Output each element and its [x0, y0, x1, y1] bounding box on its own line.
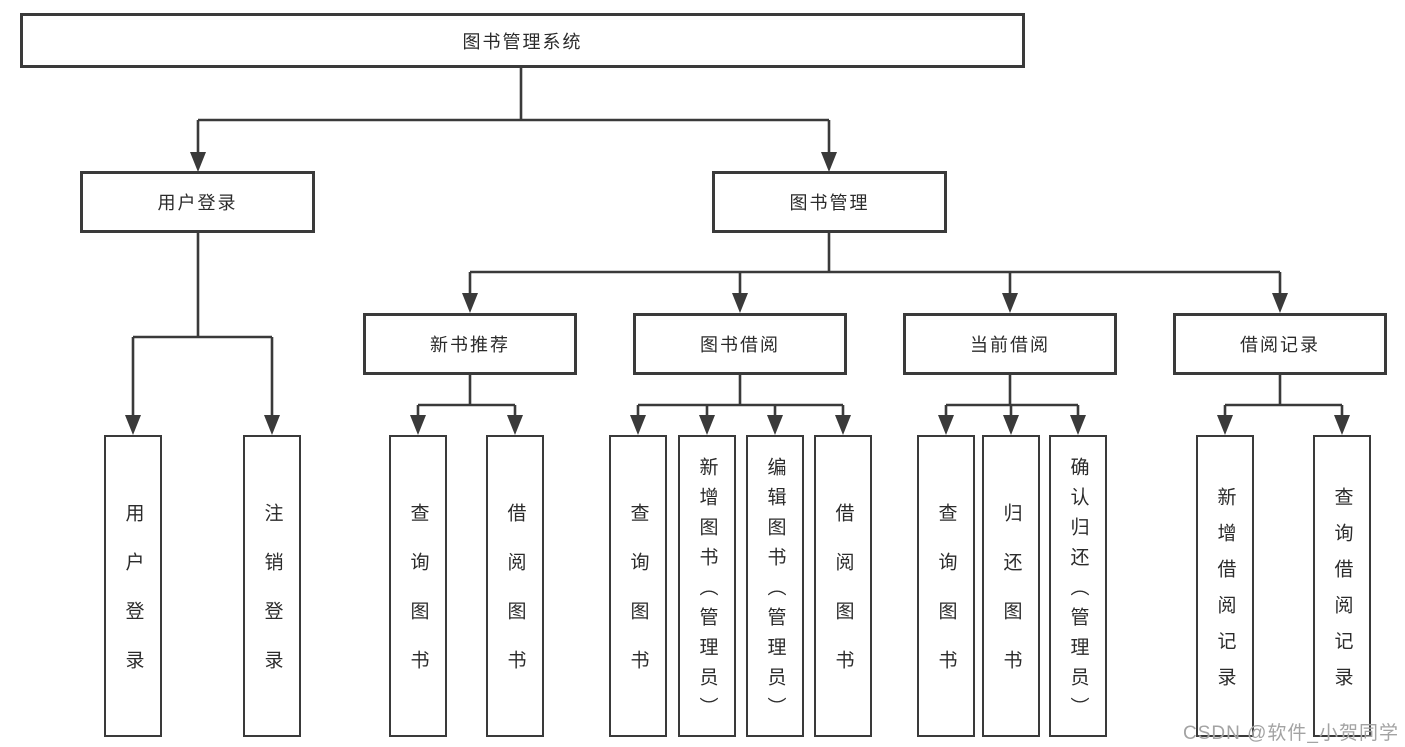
leaf-label: 查询图书 — [407, 503, 429, 699]
node-book-management: 图书管理 — [712, 171, 947, 233]
arrowhead — [125, 415, 141, 435]
arrowhead — [1003, 415, 1019, 435]
leaf-edit-books-admin: 编辑图书（管理员） — [746, 435, 804, 737]
leaf-label: 新增借阅记录 — [1214, 486, 1236, 703]
node-book-borrowing: 图书借阅 — [633, 313, 847, 375]
leaf-user-login: 用户登录 — [104, 435, 162, 737]
leaf-add-borrow-record: 新增借阅记录 — [1196, 435, 1254, 737]
leaf-logout: 注销登录 — [243, 435, 301, 737]
arrowhead — [1002, 293, 1018, 313]
arrowhead — [190, 152, 206, 172]
arrowhead — [410, 415, 426, 435]
leaf-confirm-return-admin: 确认归还（管理员） — [1049, 435, 1107, 737]
leaf-query-books-2: 查询图书 — [609, 435, 667, 737]
arrowhead-group — [125, 152, 1350, 435]
leaf-label: 注销登录 — [261, 503, 283, 699]
node-root: 图书管理系统 — [20, 13, 1025, 68]
arrowhead — [264, 415, 280, 435]
leaf-label: 借阅图书 — [504, 503, 526, 699]
leaf-label: 新增图书（管理员） — [696, 456, 718, 727]
leaf-borrow-books-2: 借阅图书 — [814, 435, 872, 737]
arrowhead — [630, 415, 646, 435]
arrowhead — [1272, 293, 1288, 313]
arrowhead — [1334, 415, 1350, 435]
leaf-label: 编辑图书（管理员） — [764, 456, 786, 727]
leaf-label: 查询图书 — [627, 503, 649, 699]
arrowhead — [507, 415, 523, 435]
leaf-return-books: 归还图书 — [982, 435, 1040, 737]
arrowhead — [1070, 415, 1086, 435]
node-new-book-recommend: 新书推荐 — [363, 313, 577, 375]
arrowhead — [835, 415, 851, 435]
leaf-query-books-1: 查询图书 — [389, 435, 447, 737]
node-borrow-records: 借阅记录 — [1173, 313, 1387, 375]
leaf-label: 用户登录 — [122, 503, 144, 699]
leaf-label: 确认归还（管理员） — [1067, 456, 1089, 727]
arrowhead — [767, 415, 783, 435]
leaf-label: 查询借阅记录 — [1331, 486, 1353, 703]
leaf-borrow-books-1: 借阅图书 — [486, 435, 544, 737]
leaf-add-books-admin: 新增图书（管理员） — [678, 435, 736, 737]
leaf-label: 借阅图书 — [832, 503, 854, 699]
arrowhead — [1217, 415, 1233, 435]
arrowhead — [462, 293, 478, 313]
leaf-query-books-3: 查询图书 — [917, 435, 975, 737]
leaf-query-borrow-record: 查询借阅记录 — [1313, 435, 1371, 737]
leaf-label: 查询图书 — [935, 503, 957, 699]
node-current-borrowing: 当前借阅 — [903, 313, 1117, 375]
arrowhead — [938, 415, 954, 435]
leaf-label: 归还图书 — [1000, 503, 1022, 699]
csdn-watermark: CSDN @软件_小贺同学 — [1183, 723, 1399, 744]
tree-edges — [131, 68, 1344, 419]
arrowhead — [732, 293, 748, 313]
node-user-login: 用户登录 — [80, 171, 315, 233]
arrowhead — [699, 415, 715, 435]
arrowhead — [821, 152, 837, 172]
